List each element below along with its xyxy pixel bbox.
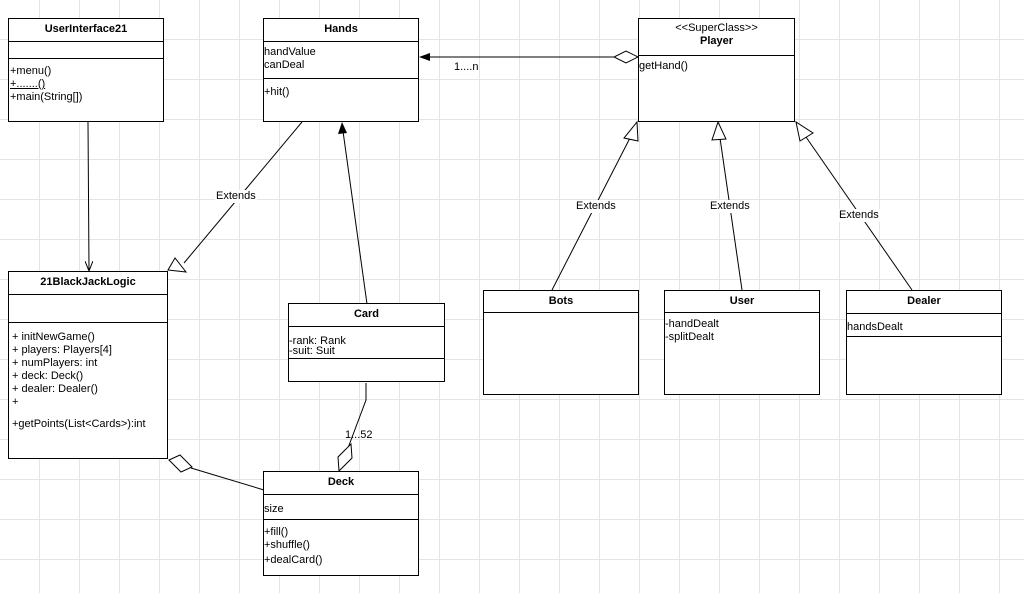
user-extends-player-triangle [711, 120, 727, 141]
method: +fill() [264, 526, 289, 538]
card-to-hands-arrowhead [338, 122, 347, 134]
class-21blackjacklogic[interactable]: 21BlackJackLogic + initNewGame() + playe… [8, 271, 168, 459]
class-name: Deck [264, 472, 418, 495]
bots-extends-player-triangle [623, 120, 639, 142]
class-bots[interactable]: Bots [483, 290, 639, 395]
method: + players: Players[4] [12, 344, 112, 356]
attribute: getHand() [639, 60, 688, 72]
attribute: size [264, 503, 284, 515]
class-name: Hands [264, 19, 418, 42]
attributes-section [9, 42, 163, 59]
method: + deck: Deck() [12, 370, 84, 382]
method: + numPlayers: int [12, 357, 98, 369]
method: + initNewGame() [12, 331, 95, 343]
attributes-section: handsDealt [847, 314, 1001, 337]
card-to-hands-line [341, 123, 368, 305]
class-deck[interactable]: Deck size +fill() +shuffle() +dealCard() [263, 471, 419, 576]
attributes-section: getHand() [639, 56, 794, 76]
attributes-section: size [264, 495, 418, 520]
methods-section: +hit() [264, 79, 418, 102]
class-user[interactable]: User -handDealt -splitDealt [664, 290, 820, 395]
class-name: Card [289, 304, 444, 327]
class-name: User [665, 291, 819, 313]
attribute: -splitDealt [665, 331, 714, 343]
logic-extends-hands-triangle [167, 257, 188, 273]
class-name: Dealer [847, 291, 1001, 314]
bots-extends-player-line [551, 135, 632, 291]
method: +dealCard() [264, 554, 323, 566]
attributes-section: -rank: Rank -suit: Suit [289, 327, 444, 359]
methods-section: +fill() +shuffle() +dealCard() [264, 520, 418, 570]
attribute: handValue [264, 46, 316, 58]
logic-deck-aggregation-line [190, 467, 265, 491]
method: +shuffle() [264, 539, 310, 551]
class-name: Bots [484, 291, 638, 313]
attribute: handsDealt [847, 321, 903, 333]
methods-section [289, 359, 444, 366]
player-hands-arrowhead [419, 53, 430, 61]
method: +menu() [10, 65, 52, 77]
attribute: -rank: Rank [289, 335, 346, 347]
class-hands[interactable]: Hands handValue canDeal +hit() [263, 18, 419, 122]
attributes-section [9, 295, 167, 323]
bots-player-extends-label: Extends [575, 200, 617, 213]
ui-to-logic-association [88, 121, 89, 270]
dealer-extends-player-triangle [795, 120, 814, 142]
attribute: canDeal [264, 59, 305, 71]
class-userinterface21[interactable]: UserInterface21 +menu() +.......() +main… [8, 18, 164, 122]
card-deck-multiplicity: 1...52 [345, 429, 373, 441]
method: + [12, 396, 19, 408]
method: +getPoints(List<Cards>):int [12, 418, 146, 430]
attributes-section [484, 313, 638, 315]
class-player[interactable]: <<SuperClass>> Player getHand() [638, 18, 795, 122]
user-extends-player-line [719, 137, 743, 291]
dealer-player-extends-label: Extends [838, 209, 880, 222]
class-name: <<SuperClass>> Player [639, 19, 794, 56]
method: +main(String[]) [10, 91, 83, 103]
methods-section: +menu() +.......() +main(String[]) [9, 59, 163, 107]
attribute: -suit: Suit [289, 345, 335, 357]
attribute: -handDealt [665, 318, 719, 330]
method: +.......() [10, 78, 46, 90]
card-deck-diamond [337, 442, 353, 473]
methods-section: + initNewGame() + players: Players[4] + … [9, 323, 167, 434]
class-name-text: Player [699, 35, 734, 47]
hands-logic-extends-label: Extends [215, 190, 257, 203]
class-name: 21BlackJackLogic [9, 272, 167, 295]
player-hands-multiplicity: 1....n [454, 61, 479, 73]
user-player-extends-label: Extends [709, 200, 751, 213]
class-name: UserInterface21 [9, 19, 163, 42]
attributes-section: -handDealt -splitDealt [665, 313, 819, 347]
class-card[interactable]: Card -rank: Rank -suit: Suit [288, 303, 445, 382]
method [12, 409, 166, 418]
method: +hit() [264, 86, 290, 98]
logic-deck-diamond [168, 454, 193, 473]
player-hands-diamond [612, 50, 640, 64]
attributes-section: handValue canDeal [264, 42, 418, 79]
method: + dealer: Dealer() [12, 383, 98, 395]
class-dealer[interactable]: Dealer handsDealt [846, 290, 1002, 395]
stereotype: <<SuperClass>> [675, 22, 758, 34]
